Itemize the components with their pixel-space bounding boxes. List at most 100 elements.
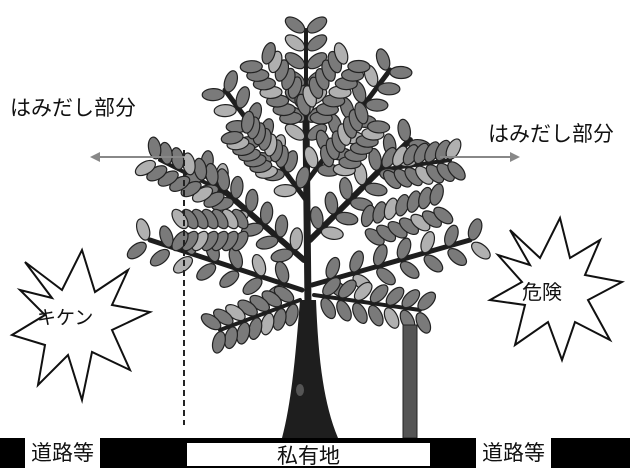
leaf	[367, 120, 391, 134]
leaf	[159, 225, 174, 248]
leaf	[219, 270, 240, 288]
branch	[197, 167, 307, 263]
leaf	[401, 289, 421, 309]
leaf	[417, 291, 437, 311]
leaf	[284, 52, 306, 70]
leaf	[376, 267, 396, 286]
leaf	[338, 279, 357, 299]
road-left-band: 道路等	[0, 438, 175, 468]
leaf	[385, 286, 405, 306]
leaf	[433, 206, 454, 225]
leaf	[364, 182, 388, 197]
leaf	[201, 87, 225, 102]
leaf	[367, 304, 384, 327]
leaf	[420, 231, 436, 254]
leaf	[242, 277, 263, 296]
leaf	[372, 243, 388, 267]
overhang-label-right: はみだし部分	[488, 122, 614, 146]
leaf	[415, 312, 432, 334]
leaf	[389, 65, 413, 80]
leaf	[270, 248, 294, 263]
leaf	[284, 16, 306, 34]
leaf	[223, 70, 239, 93]
leaf	[447, 161, 466, 181]
leaf	[135, 218, 151, 241]
leaf	[274, 261, 290, 284]
leaf	[369, 284, 389, 304]
branch	[218, 298, 302, 332]
leaf	[336, 299, 352, 322]
leaf	[353, 281, 373, 301]
leaf	[259, 201, 274, 225]
leaf	[306, 52, 328, 70]
leaf	[324, 191, 339, 215]
warning-burst-left	[9, 247, 154, 404]
leaf	[235, 86, 251, 109]
leaf	[333, 42, 349, 65]
leaf	[383, 307, 400, 329]
leaf	[273, 183, 297, 198]
leaf	[325, 256, 341, 280]
leaf	[365, 98, 389, 112]
leaf	[320, 226, 344, 241]
leaf	[200, 313, 222, 331]
warning-burst-right	[486, 215, 625, 363]
leaf	[240, 110, 255, 134]
leaf	[149, 248, 170, 267]
trunk-knot	[296, 384, 304, 396]
leaf	[347, 59, 371, 74]
road-left-label: 道路等	[25, 438, 100, 468]
leaf	[261, 42, 276, 65]
branch	[378, 158, 452, 172]
leaf	[354, 101, 369, 125]
leaf	[429, 183, 444, 206]
leaf	[396, 237, 412, 260]
pole	[402, 324, 418, 439]
leaf	[251, 253, 267, 277]
leaf	[320, 297, 337, 320]
road-right-label: 道路等	[476, 438, 551, 468]
leaf	[322, 277, 341, 297]
tree-trunk	[282, 300, 338, 438]
leaf	[239, 60, 263, 74]
leaf	[211, 330, 226, 354]
warning-text-right: 危険	[522, 280, 562, 304]
leaf	[471, 241, 491, 260]
leaf	[399, 260, 420, 279]
leaf	[289, 227, 303, 251]
overhang-label-left: はみだし部分	[10, 96, 136, 120]
leaf	[213, 103, 237, 118]
leaf	[339, 177, 353, 200]
leaf	[126, 241, 147, 260]
leaf	[352, 302, 368, 325]
leaf	[303, 146, 319, 169]
leaf	[306, 16, 328, 34]
leaf	[306, 34, 328, 52]
leaf	[335, 211, 359, 226]
leaf	[368, 147, 382, 171]
leaf	[309, 206, 324, 230]
overhang-arrow-right	[440, 152, 520, 162]
leaf	[245, 188, 259, 212]
leaf	[220, 130, 244, 145]
leaf	[134, 159, 156, 177]
leaf	[284, 34, 306, 52]
leaf	[349, 250, 364, 273]
leaf	[375, 48, 391, 71]
private-land-label: 私有地	[185, 441, 432, 468]
leaf	[377, 82, 401, 96]
leaf	[467, 218, 483, 241]
leaf	[255, 235, 279, 250]
leaf	[397, 118, 412, 142]
leaf	[230, 175, 244, 199]
warning-text-left: キケン	[37, 307, 94, 329]
leaf	[274, 214, 289, 238]
leaf	[447, 247, 468, 267]
road-right-band: 道路等	[446, 438, 630, 468]
leaf	[444, 224, 459, 247]
leaf	[196, 263, 217, 281]
leaf-canopy	[126, 16, 491, 354]
leaf	[284, 123, 306, 141]
branch	[312, 293, 422, 312]
